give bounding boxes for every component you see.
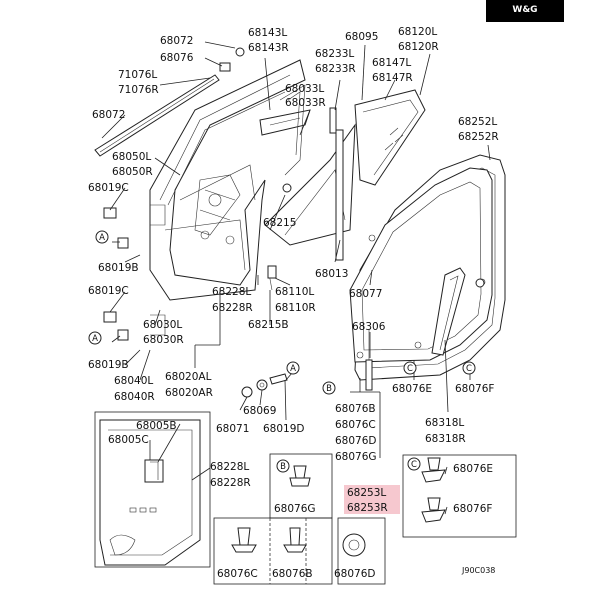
label-68076F-box: 68076F [453,503,492,515]
label-68019B-top: 68019B [98,262,139,274]
label-68071: 68071 [216,423,249,435]
svg-text:A: A [290,364,296,374]
label-68050L: 68050L [112,151,151,163]
label-68033L: 68033L [285,83,324,95]
label-68076G-mid: 68076G [335,451,377,463]
label-68076D-mid: 68076D [335,435,377,447]
label-68013: 68013 [315,268,348,280]
trim-panel-box [94,411,211,568]
label-68252R: 68252R [458,131,499,143]
label-68233R: 68233R [315,63,356,75]
svg-text:A: A [92,334,98,344]
callout-a-left-bottom: A [88,331,102,345]
label-68076B-mid: 68076B [335,403,376,415]
label-68020AL: 68020AL [165,371,212,383]
label-68228L-mid: 68228L [212,286,251,298]
label-68019C-top: 68019C [88,182,129,194]
label-68040L: 68040L [114,375,153,387]
label-68005C: 68005C [108,434,149,446]
label-68215B: 68215B [248,319,289,331]
door-glass [264,107,356,291]
label-68076-top: 68076 [160,52,194,64]
svg-text:A: A [99,233,105,243]
label-68030R: 68030R [143,334,184,346]
callout-b-mid: B [322,381,336,395]
label-68019C-bottom: 68019C [88,285,129,297]
label-68077: 68077 [349,288,382,300]
label-68233L: 68233L [315,48,354,60]
svg-text:C: C [407,364,413,374]
svg-text:C: C [466,364,472,374]
label-68005B: 68005B [136,420,177,432]
label-71076L: 71076L [118,69,157,81]
label-68072-left: 68072 [92,109,125,121]
part-labels: 68072 68076 71076L 71076R 68072 68050L 6… [88,26,499,580]
label-68076F-mid: 68076F [455,383,494,395]
svg-text:C: C [411,460,417,470]
clip-box-right [402,454,517,538]
door-panel [94,47,311,341]
label-68252L: 68252L [458,116,497,128]
clip-boxes [213,453,386,585]
label-68228R-mid: 68228R [212,302,253,314]
label-68120L: 68120L [398,26,437,38]
label-68110L: 68110L [275,286,314,298]
label-68253R: 68253R [347,502,388,514]
label-68120R: 68120R [398,41,439,53]
label-68318L: 68318L [425,417,464,429]
label-68040R: 68040R [114,391,155,403]
label-68076B-box: 68076B [272,568,313,580]
label-68095: 68095 [345,31,378,43]
label-68147R: 68147R [372,72,413,84]
highlight-68253 [344,485,400,514]
label-68076C-mid: 68076C [335,419,376,431]
label-68076D-box: 68076D [334,568,376,580]
callout-a-mid: A [286,361,300,375]
callout-b-box: B [276,459,290,473]
label-68253L: 68253L [347,487,386,499]
label-68147L: 68147L [372,57,411,69]
callout-c-right: C [462,361,476,375]
label-68072-top: 68072 [160,35,193,47]
label-68318R: 68318R [425,433,466,445]
callout-c-left: C [403,361,417,375]
quarter-glass [354,89,426,186]
label-68143R: 68143R [248,42,289,54]
belt-moulding-68318 [365,267,485,391]
label-68033R: 68033R [285,97,326,109]
label-68030L: 68030L [143,319,182,331]
label-68143L: 68143L [248,27,287,39]
svg-text:B: B [326,384,332,394]
label-68019D: 68019D [263,423,305,435]
label-68050R: 68050R [112,166,153,178]
door-weatherstrip [349,154,506,381]
label-68228L-bottom: 68228L [210,461,249,473]
label-68215-mid: 68215 [263,217,296,229]
label-68110R: 68110R [275,302,316,314]
fasteners [241,373,288,398]
diagram-code: J90C038 [461,566,495,575]
label-71076R: 71076R [118,84,159,96]
label-68069: 68069 [243,405,276,417]
svg-text:B: B [280,462,286,472]
label-68076G-box: 68076G [274,503,316,515]
label-68076E-mid: 68076E [392,383,432,395]
label-68020AR: 68020AR [165,387,213,399]
label-68306: 68306 [352,321,386,333]
brand-logo: W&G [486,0,564,22]
label-68019B-bottom: 68019B [88,359,129,371]
callout-c-box: C [407,457,421,471]
callout-a-left-top: A [95,230,109,244]
label-68076E-box: 68076E [453,463,493,475]
label-68228R-bottom: 68228R [210,477,251,489]
label-68076C-box: 68076C [217,568,258,580]
